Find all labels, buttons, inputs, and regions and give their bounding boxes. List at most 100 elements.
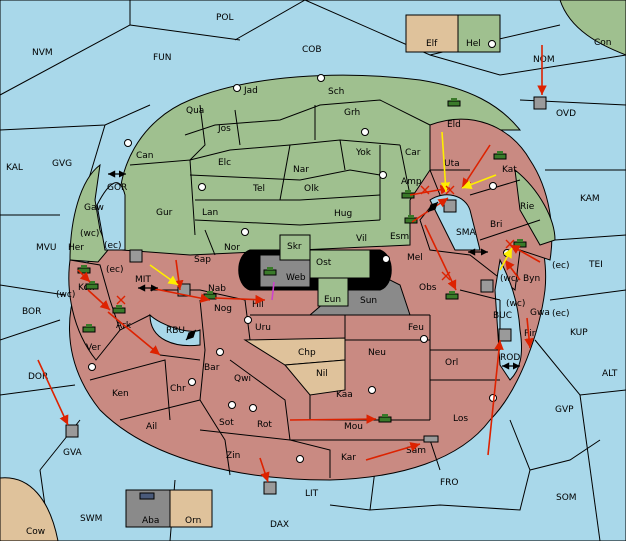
fleet-unit[interactable] (498, 328, 512, 342)
land-label-kaa: Kaa (336, 390, 353, 400)
land-label-olk: Olk (304, 184, 320, 194)
land-label-nab: Nab (208, 284, 226, 294)
land-label-grh: Grh (344, 108, 360, 118)
land-label-lan: Lan (202, 208, 218, 218)
land-label-byn: Byn (523, 274, 540, 284)
fleet-unit[interactable] (263, 481, 277, 495)
army-unit[interactable] (378, 414, 392, 423)
army-unit[interactable] (263, 267, 277, 276)
fleet-unit[interactable] (480, 279, 494, 293)
land-label-her: Her (68, 243, 84, 253)
sea-label-fro: FRO (440, 478, 459, 488)
land-label-nor: Nor (224, 243, 240, 253)
land-label-gur: Gur (156, 208, 173, 218)
province-ost[interactable] (309, 249, 371, 279)
land-label-hil: Hil (252, 300, 264, 310)
land-label-wc4: (wc) (506, 299, 525, 309)
legend-elf-label: Elf (426, 39, 438, 49)
sea-label-mvu: MVU (36, 243, 57, 253)
passage-arrows (108, 170, 520, 370)
land-label-eun: Eun (324, 295, 341, 305)
land-label-mou: Mou (344, 422, 363, 432)
land-label-hug: Hug (334, 209, 352, 219)
army-unit[interactable] (493, 151, 507, 160)
land-label-kat: Kat (502, 165, 517, 175)
land-label-car: Car (405, 148, 421, 158)
sea-label-fun: FUN (153, 53, 172, 63)
land-labels: Con Jad Sch Qua Jos Grh Can Elc Nar Yok … (26, 38, 612, 537)
order-arrows-yellow (149, 131, 513, 286)
sea-label-sma: SMA (456, 228, 476, 238)
sea-label-cob: COB (302, 45, 322, 55)
fleet-unit[interactable] (139, 492, 155, 500)
fleet-unit[interactable] (533, 96, 547, 110)
land-label-tel: Tel (252, 184, 265, 194)
army-unit[interactable] (85, 281, 99, 290)
land-label-sot: Sot (219, 418, 234, 428)
fleet-unit[interactable] (423, 435, 439, 443)
sea-label-dor: DOR (28, 372, 48, 382)
land-label-qwi: Qwi (234, 374, 251, 384)
army-unit[interactable] (404, 215, 418, 224)
land-label-cow: Cow (26, 527, 45, 537)
army-unit[interactable] (112, 305, 126, 314)
land-label-vil: Vil (356, 234, 367, 244)
land-label-elc: Elc (218, 158, 231, 168)
province-rie-area (514, 168, 556, 246)
army-unit[interactable] (82, 324, 96, 333)
sea-label-bor: BOR (22, 307, 41, 317)
order-arrows-red (37, 45, 547, 483)
legend-bottom: Aba Orn (125, 489, 213, 528)
land-label-skr: Skr (287, 242, 302, 252)
land-label-ec1: (ec) (104, 241, 122, 251)
army-unit[interactable] (401, 190, 415, 199)
land-label-bri: Bri (490, 220, 502, 230)
sea-sma-inner (429, 194, 481, 251)
land-label-ail: Ail (146, 422, 157, 432)
sea-label-dax: DAX (270, 520, 289, 530)
land-label-rie: Rie (520, 202, 535, 212)
land-label-mel: Mel (407, 253, 423, 263)
land-label-wc2: (wc) (56, 290, 75, 300)
land-label-bar: Bar (204, 363, 220, 373)
sea-label-pol: POL (216, 13, 234, 23)
army-unit[interactable] (447, 98, 461, 107)
land-label-gaw: Gaw (84, 203, 104, 213)
province-eun[interactable] (317, 277, 349, 307)
land-label-neu: Neu (368, 348, 386, 358)
land-label-gwa: Gwa (530, 308, 550, 318)
legend-aba-label: Aba (142, 516, 159, 526)
land-label-nog: Nog (214, 304, 232, 314)
sea-label-nom: NOM (533, 55, 555, 65)
legend-top: Elf Hel (405, 14, 501, 53)
sea-label-kam: KAM (580, 194, 600, 204)
land-label-sun: Sun (360, 296, 377, 306)
land-label-uta: Uta (444, 159, 460, 169)
land-label-zin: Zin (226, 451, 240, 461)
sea-label-mit: MIT (135, 275, 151, 285)
land-label-wc3: (wc) (500, 274, 519, 284)
fleet-unit[interactable] (129, 249, 143, 263)
army-unit[interactable] (445, 291, 459, 300)
province-boundaries (89, 99, 541, 478)
order-arrow-pink (271, 281, 275, 301)
sea-labels: POL NVM FUN COB NOM OVD KAL GVG GOR MVU … (6, 13, 618, 530)
legend-orn-label: Orn (185, 516, 201, 526)
sea-label-som: SOM (556, 493, 577, 503)
land-label-obs: Obs (419, 283, 437, 293)
land-label-jos: Jos (217, 124, 231, 134)
sea-label-gva: GVA (63, 448, 83, 458)
sea-label-nvm: NVM (32, 48, 53, 58)
land-label-yok: Yok (355, 148, 372, 158)
land-label-eld: Eld (447, 120, 461, 130)
sea-label-ovd: OVD (556, 109, 576, 119)
fleet-unit[interactable] (443, 199, 457, 213)
land-label-pir: Pir (524, 329, 536, 339)
sea-label-swm: SWM (80, 514, 102, 524)
land-label-qua: Qua (186, 106, 204, 116)
land-label-orl: Orl (445, 358, 458, 368)
fleet-unit[interactable] (65, 424, 79, 438)
land-label-nil: Nil (316, 369, 328, 379)
province-skr[interactable] (279, 234, 311, 261)
